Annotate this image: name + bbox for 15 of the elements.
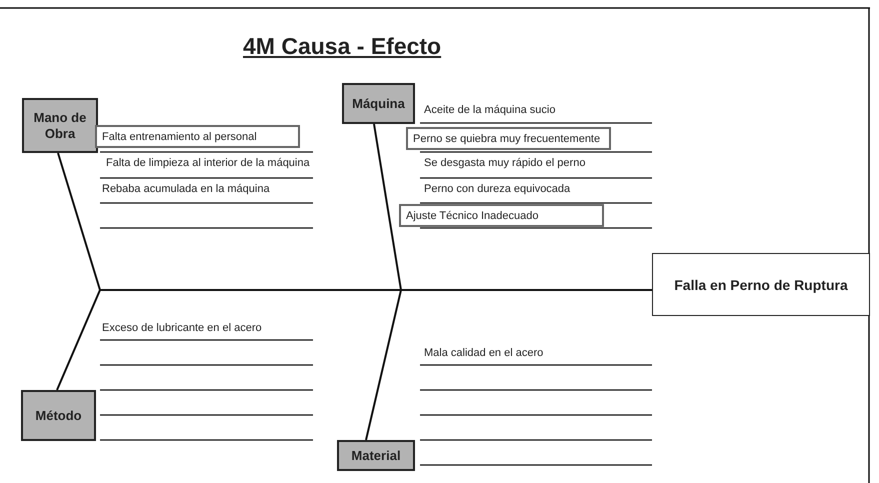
cause-box: Falta entrenamiento al personal	[95, 125, 300, 148]
bone-line	[365, 289, 652, 440]
category-box: Máquina	[342, 83, 415, 124]
category-box: Método	[21, 390, 96, 441]
effect-box: Falla en Perno de Ruptura	[652, 253, 870, 316]
cause-text: Mala calidad en el acero	[424, 347, 544, 359]
title: 4M Causa - Efecto	[243, 33, 442, 60]
cause-text: Aceite de la máquina sucio	[424, 104, 556, 116]
cause-box: Perno se quiebra muy frecuentemente	[406, 127, 611, 150]
cause-text: Falta de limpieza al interior de la máquina	[106, 157, 310, 169]
category-box: Mano de Obra	[22, 98, 98, 153]
cause-text: Exceso de lubricante en el acero	[102, 322, 262, 334]
cause-box: Ajuste Técnico Inadecuado	[399, 204, 604, 227]
cause-text: Rebaba acumulada en la máquina	[102, 183, 270, 195]
category-box: Material	[337, 440, 415, 471]
